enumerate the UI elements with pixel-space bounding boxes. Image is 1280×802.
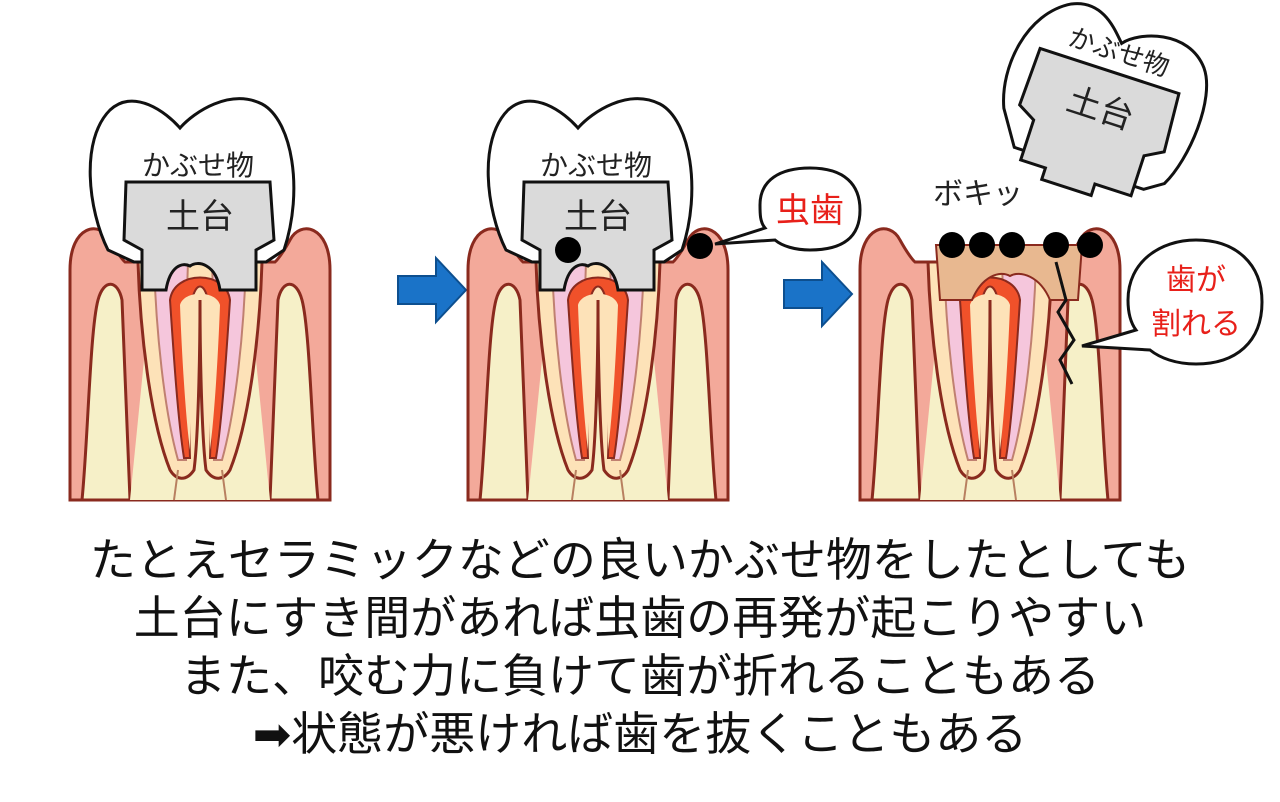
- caries-dot: [939, 232, 965, 258]
- fracture-bubble: 歯が 割れる: [1081, 238, 1264, 366]
- caries-dot: [687, 233, 713, 259]
- panel-caries: かぶせ物 土台: [466, 97, 730, 502]
- crack-sound-label: ボキッ: [933, 177, 1023, 212]
- fracture-label-line2: 割れる: [1151, 307, 1241, 342]
- fracture-line: [1054, 261, 1076, 385]
- caries-bubble: 虫歯: [714, 166, 862, 252]
- caption-line-4: ➡状態が悪ければ歯を抜くこともある: [252, 707, 1028, 761]
- core-label: 土台: [166, 197, 234, 237]
- fracture-label-line1: 歯が: [1166, 263, 1226, 298]
- caries-dot: [999, 232, 1025, 258]
- caption-line-2: 土台にすき間があれば虫歯の再発が起こりやすい: [133, 591, 1147, 645]
- arrow-icon: [783, 261, 853, 327]
- caries-dot: [555, 237, 581, 263]
- caries-dot: [1043, 232, 1069, 258]
- caption-line-3: また、咬む力に負けて歯が折れることもある: [180, 649, 1100, 703]
- core-label: 土台: [564, 197, 632, 237]
- caries-label: 虫歯: [776, 191, 844, 231]
- caption-line-1: たとえセラミックなどの良いかぶせ物をしたとしても: [89, 533, 1191, 587]
- crown-label: かぶせ物: [142, 149, 254, 182]
- caries-dot: [969, 232, 995, 258]
- panel-fracture: [858, 227, 1122, 502]
- crown-label: かぶせ物: [540, 149, 652, 182]
- arrow-icon: [397, 257, 467, 323]
- caries-dot: [1077, 232, 1103, 258]
- panel-normal: かぶせ物 土台: [68, 97, 332, 502]
